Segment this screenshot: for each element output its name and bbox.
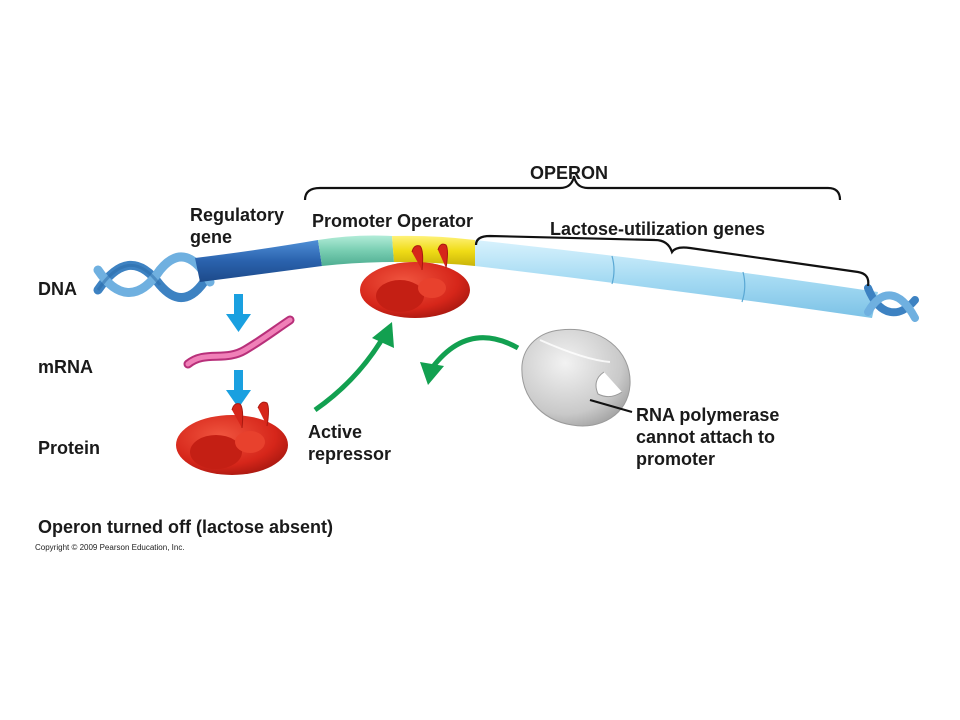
copyright-notice: Copyright © 2009 Pearson Education, Inc. — [35, 543, 185, 552]
repressor-protein — [176, 401, 288, 475]
protein-label: Protein — [38, 438, 101, 458]
dna-helix-left — [93, 252, 215, 302]
mrna-strand — [183, 315, 295, 369]
regulatory-gene-label-1: Regulatory — [190, 205, 285, 225]
regulatory-gene-segment — [195, 240, 322, 282]
lactose-genes-segment — [475, 240, 878, 318]
green-arrow-polymerase-blocked — [420, 335, 520, 385]
dna-label: DNA — [38, 279, 77, 299]
operator-segment — [392, 235, 475, 266]
rna-polymerase-label-2: cannot attach to — [636, 427, 776, 447]
mrna-label: mRNA — [38, 357, 94, 377]
operon-brace — [303, 175, 842, 201]
green-arrow-repressor-binds — [313, 322, 394, 413]
rna-polymerase — [521, 328, 631, 427]
lactose-genes-label: Lactose-utilization genes — [550, 219, 766, 239]
gene-dividers — [611, 255, 746, 303]
caption: Operon turned off (lactose absent) — [38, 517, 334, 537]
operon-label: OPERON — [530, 163, 609, 183]
lactose-genes-brace — [474, 234, 870, 287]
dna-helix-right — [864, 284, 919, 322]
repressor-bound-operator — [360, 243, 470, 318]
rna-polymerase-leader-line — [589, 398, 633, 414]
regulatory-gene-label-2: gene — [190, 227, 233, 247]
rna-polymerase-label-3: promoter — [636, 449, 716, 469]
active-repressor-label-2: repressor — [308, 444, 392, 464]
blue-arrow-dna-to-mrna — [226, 294, 251, 332]
promoter-operator-label: Promoter Operator — [312, 211, 474, 231]
rna-polymerase-label-1: RNA polymerase — [636, 405, 780, 425]
active-repressor-label-1: Active — [308, 422, 363, 442]
promoter-segment — [318, 235, 394, 266]
blue-arrow-mrna-to-protein — [226, 370, 251, 408]
